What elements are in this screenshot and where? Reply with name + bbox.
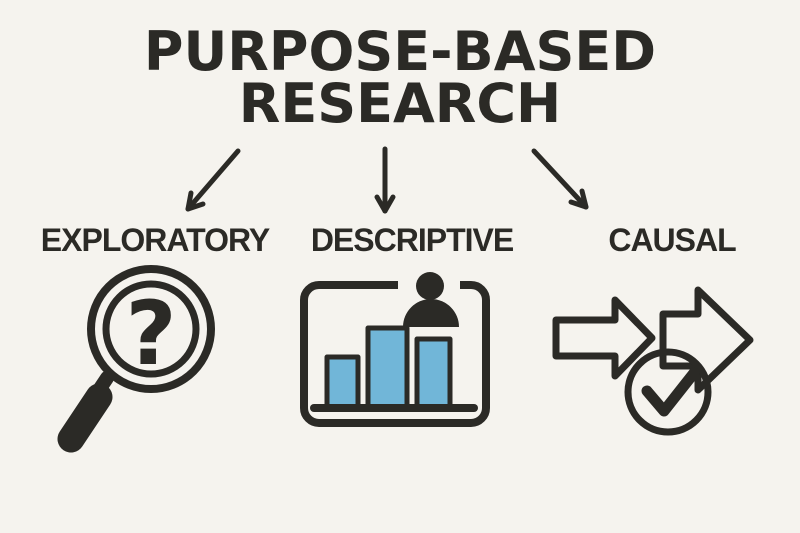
- bar-tall: [365, 325, 410, 411]
- title-line-2: RESEARCH: [238, 72, 562, 135]
- connector-arrows: [185, 146, 589, 214]
- magnifying-glass-question-icon: ?: [57, 265, 215, 453]
- branch-label-exploratory: EXPLORATORY: [40, 222, 270, 258]
- bar-small: [324, 354, 361, 411]
- arrow-down-right-icon: [531, 148, 589, 210]
- arrow-down-icon: [374, 146, 396, 214]
- page-title: PURPOSE-BASED RESEARCH: [0, 20, 800, 135]
- arrow-down-left-icon: [185, 148, 241, 212]
- person-icon: [403, 272, 459, 327]
- title-line-1: PURPOSE-BASED: [143, 20, 657, 83]
- bar-medium: [414, 336, 453, 411]
- bar-chart-person-icon: [300, 272, 490, 427]
- branch-label-causal: CAUSAL: [608, 222, 736, 258]
- checkmark-circle-icon: [624, 348, 712, 436]
- arrows-checkmark-icon: [552, 286, 754, 436]
- right-arrow-large-icon: [659, 286, 754, 394]
- right-arrow-small-icon: [552, 296, 656, 380]
- question-mark-glyph: ?: [125, 282, 176, 385]
- branch-label-descriptive: DESCRIPTIVE: [310, 222, 514, 258]
